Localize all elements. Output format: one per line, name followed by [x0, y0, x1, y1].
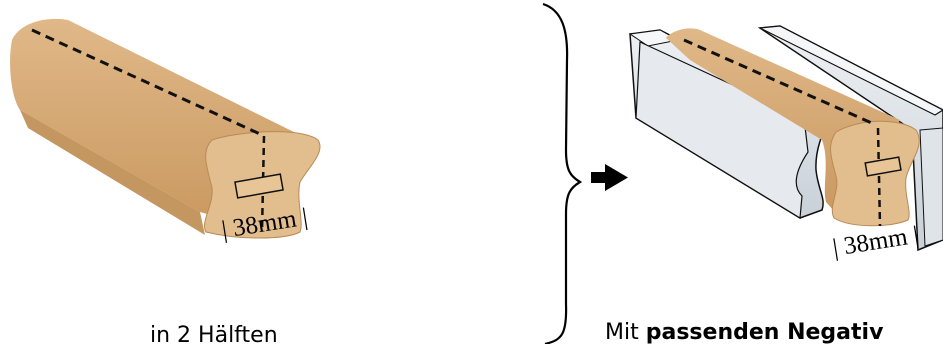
right-arrow-icon: [591, 164, 628, 191]
caption-right: Mit passenden Negativ: [605, 322, 883, 344]
connector-slot: [234, 173, 284, 199]
caption-left: in 2 Hälften: [150, 323, 278, 348]
split-line-end-right: [876, 127, 882, 227]
mold-left-front-face: [635, 41, 809, 220]
right-brace-icon: [542, 2, 583, 344]
handrail-underside: [20, 110, 205, 235]
split-line-top-right: [683, 38, 875, 126]
connector-slot-right: [864, 156, 902, 177]
caption-right-prefix: Mit: [605, 320, 639, 345]
caption-right-bold: passenden Negativ: [645, 320, 884, 345]
handrail-with-negative-molds: [628, 25, 943, 252]
handrail-profile-left: [10, 18, 321, 239]
split-line-top: [31, 28, 261, 136]
